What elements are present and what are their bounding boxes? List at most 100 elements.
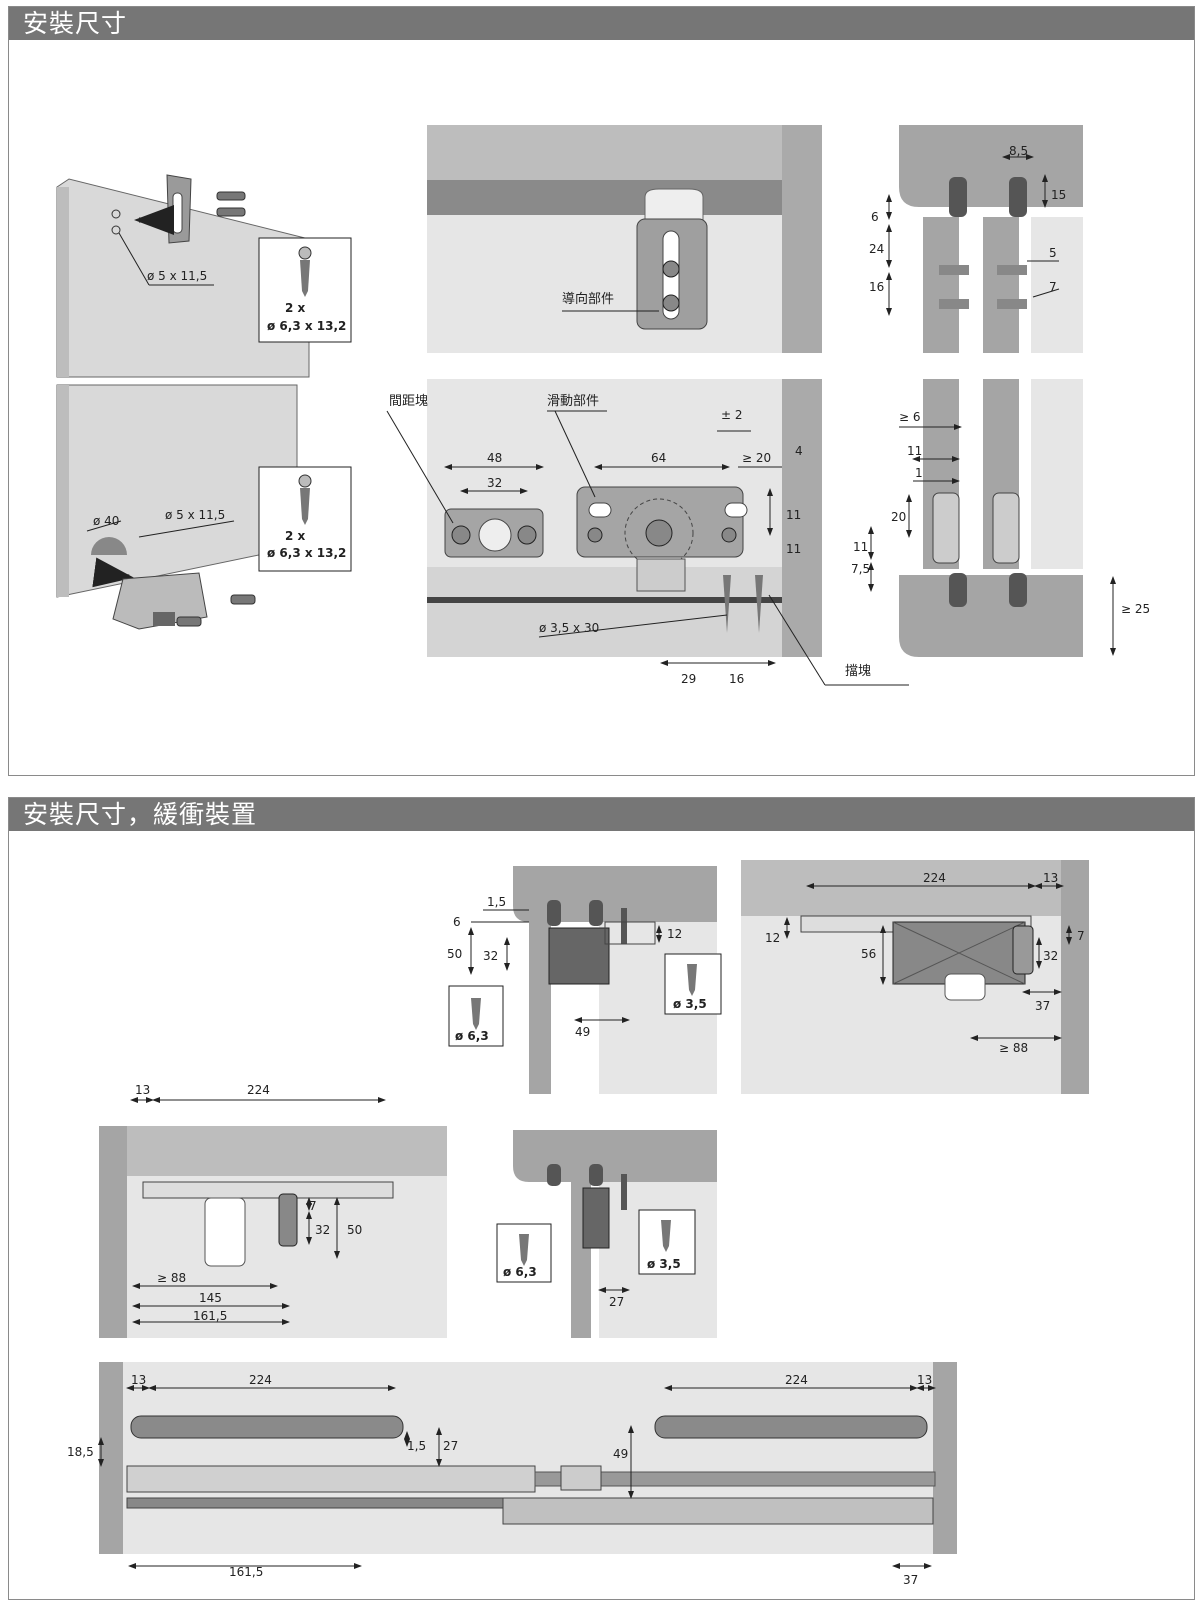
dim-a32: 32	[483, 949, 498, 963]
screw-box-a-size: ø 6,3 x 13,2	[267, 319, 346, 333]
right-section-bottom	[899, 379, 1083, 657]
damper-view-c	[99, 1126, 447, 1338]
callout-stop-block: 擋塊	[845, 663, 871, 679]
screw-box-a-qty: 2 x	[285, 301, 306, 315]
dim-15: 15	[1051, 188, 1066, 202]
dim-b37: 37	[1035, 999, 1050, 1013]
damper-view-b	[741, 860, 1089, 1094]
dim-c161-5: 161,5	[193, 1309, 227, 1323]
view-e-dims	[98, 1385, 936, 1569]
installation-drawing: ø 5 x 11,5 2 x ø 6,3 x 13,2 ø 40 ø 5 x 1…	[56, 125, 1150, 686]
damper-drawing: 1,5 6 12 50 32 49 ø 6,3 ø 3,5	[67, 860, 1089, 1587]
dim-c224: 224	[247, 1083, 270, 1097]
dim-r6: 6	[871, 210, 879, 224]
section-title-damper: 安裝尺寸，緩衝裝置	[9, 798, 1194, 831]
dim-r24: 24	[869, 242, 884, 256]
damper-view-d	[513, 1130, 717, 1338]
dim-c7: 7	[309, 1199, 317, 1213]
dim-c145: 145	[199, 1291, 222, 1305]
dim-b56: 56	[861, 947, 876, 961]
dim-r11a: 11	[907, 444, 922, 458]
screw-box-f: ø 3,5	[638, 1209, 696, 1275]
screw-box-b-size: ø 6,3 x 13,2	[267, 546, 346, 560]
screw-box-c: ø 6,3	[448, 985, 504, 1047]
guide-bracket-icon	[111, 174, 246, 244]
dim-e1-5: 1,5	[407, 1439, 426, 1453]
dim-e49: 49	[613, 1447, 628, 1461]
dim-e224a: 224	[249, 1373, 272, 1387]
dim-c50: 50	[347, 1223, 362, 1237]
dim-e37: 37	[903, 1573, 918, 1587]
screw-box-e: ø 6,3	[496, 1223, 552, 1283]
dim-4: 4	[795, 444, 803, 458]
guide-part-view	[427, 125, 822, 353]
dim-a49: 49	[575, 1025, 590, 1039]
dim-r5: 5	[1049, 246, 1057, 260]
dim-ge20: ≥ 20	[742, 451, 771, 465]
screw-box-d-size: ø 3,5	[673, 997, 707, 1011]
dim-b224: 224	[923, 871, 946, 885]
dim-pm2: ± 2	[721, 408, 743, 422]
screw-box-b: 2 x ø 6,3 x 13,2	[258, 466, 352, 572]
dim-a6: 6	[453, 915, 461, 929]
callout-sliding-part: 滑動部件	[547, 394, 599, 409]
view-c-dims	[130, 1097, 386, 1325]
screw-box-c-size: ø 6,3	[455, 1029, 489, 1043]
right-section-top	[899, 125, 1083, 353]
section-title: 安裝尺寸	[9, 7, 1194, 40]
dim-a1-5: 1,5	[487, 895, 506, 909]
dim-d27: 27	[609, 1295, 624, 1309]
dim-8-5: 8,5	[1009, 144, 1028, 158]
center-dim-lines	[444, 430, 782, 666]
dim-64: 64	[651, 451, 666, 465]
dim-e161-5: 161,5	[229, 1565, 263, 1579]
view-a-dims	[468, 909, 662, 1023]
section-installation: 安裝尺寸 ø 5 x 11,5 2 x ø 6,3 x 13,2	[8, 6, 1195, 776]
dim-a50: 50	[447, 947, 462, 961]
dim-e224b: 224	[785, 1373, 808, 1387]
dim-b7: 7	[1077, 929, 1085, 943]
dim-48: 48	[487, 451, 502, 465]
dim-a12: 12	[667, 927, 682, 941]
dim-r20: 20	[891, 510, 906, 524]
screw-box-e-size: ø 6,3	[503, 1265, 537, 1279]
hole-dim-a: ø 5 x 11,5	[147, 269, 207, 283]
dim-e13b: 13	[917, 1373, 932, 1387]
dim-ge6: ≥ 6	[899, 410, 921, 424]
dim-e13a: 13	[131, 1373, 146, 1387]
dim-b13: 13	[1043, 871, 1058, 885]
dim-ge25: ≥ 25	[1121, 602, 1150, 616]
dim-11b: 11	[786, 542, 801, 556]
dim-29: 29	[681, 672, 696, 686]
dim-screw: ø 3,5 x 30	[539, 621, 599, 635]
right-bottom-dims	[868, 424, 1116, 656]
dim-c32: 32	[315, 1223, 330, 1237]
dim-16: 16	[729, 672, 744, 686]
dim-11a: 11	[786, 508, 801, 522]
dim-r7: 7	[1049, 280, 1057, 294]
sliding-part-view	[427, 379, 822, 657]
bore-dim: ø 40	[93, 514, 119, 528]
dim-7-5: 7,5	[851, 562, 870, 576]
dim-cge88: ≥ 88	[157, 1271, 186, 1285]
callout-spacer-block: 間距塊	[389, 393, 428, 409]
dim-e27: 27	[443, 1439, 458, 1453]
panel-bottom-left	[56, 384, 298, 630]
right-top-dims	[886, 154, 1060, 316]
dim-32: 32	[487, 476, 502, 490]
screw-box-a: 2 x ø 6,3 x 13,2	[258, 237, 352, 343]
dim-r11b: 11	[853, 540, 868, 554]
screw-box-d: ø 3,5	[664, 953, 722, 1015]
dim-bge88: ≥ 88	[999, 1041, 1028, 1055]
dim-b12: 12	[765, 931, 780, 945]
hole-dim-b: ø 5 x 11,5	[165, 508, 225, 522]
dim-e18-5: 18,5	[67, 1445, 94, 1459]
callout-guide-part: 導向部件	[562, 291, 614, 307]
damper-view-e	[99, 1362, 957, 1554]
dim-c13: 13	[135, 1083, 150, 1097]
screw-box-f-size: ø 3,5	[647, 1257, 681, 1271]
view-b-dims	[784, 883, 1072, 1041]
dim-r1: 1	[915, 466, 923, 480]
dim-r16: 16	[869, 280, 884, 294]
dim-b32: 32	[1043, 949, 1058, 963]
